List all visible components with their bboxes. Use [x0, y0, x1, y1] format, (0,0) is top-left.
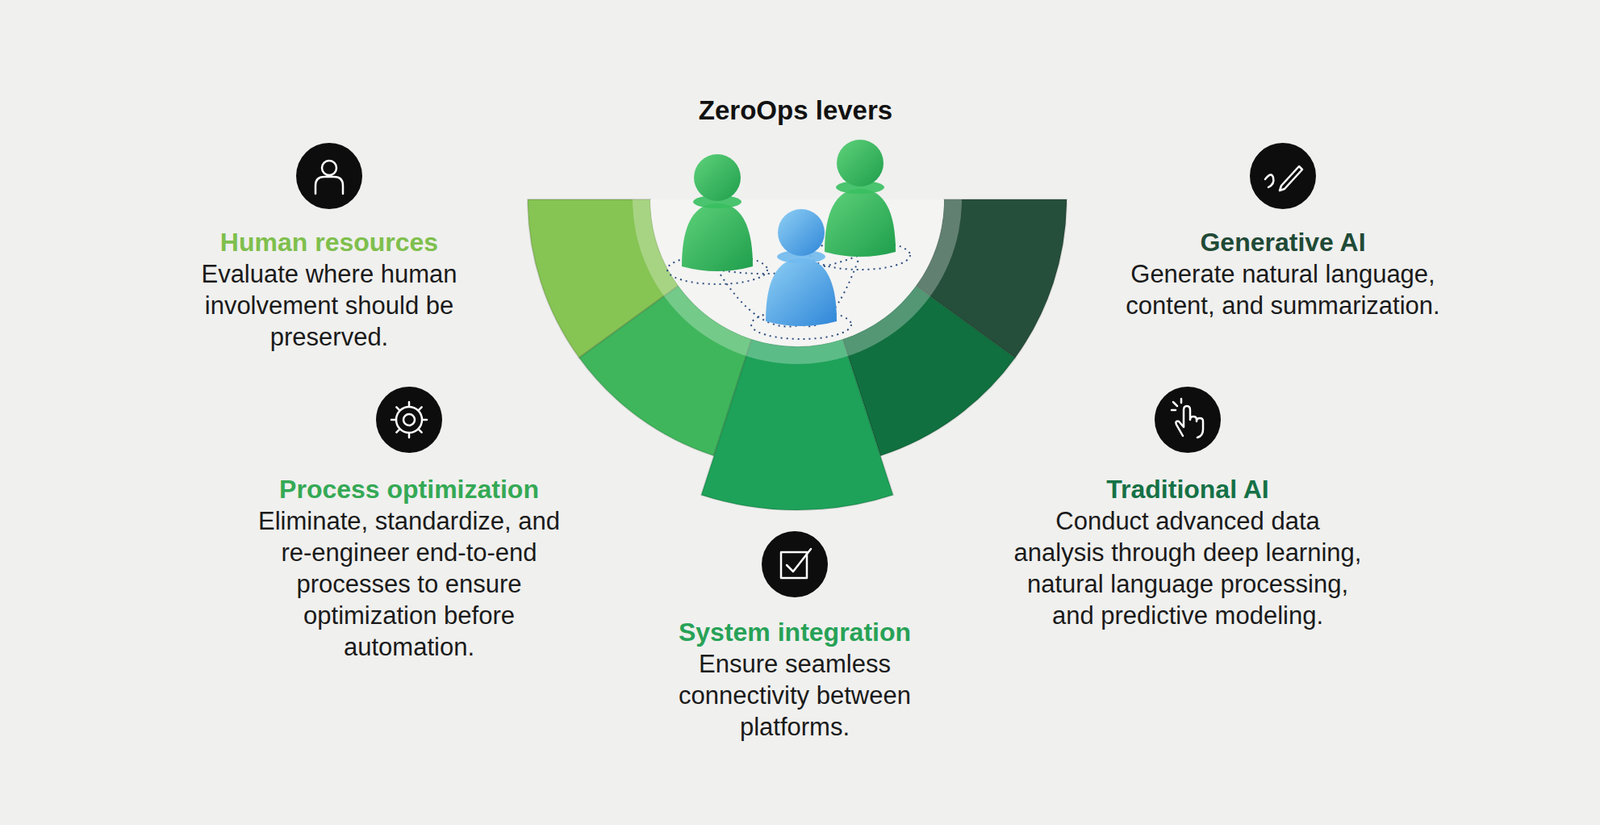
lever-description: Conduct advanced data analysis through d…	[1010, 505, 1366, 631]
person-body	[681, 203, 753, 272]
lever-description: Evaluate where human involvement should …	[159, 258, 499, 353]
lever-block: Process optimizationEliminate, standardi…	[247, 473, 571, 663]
lever-block: Traditional AIConduct advanced data anal…	[1010, 473, 1366, 631]
lever-description: Ensure seamless connectivity between pla…	[641, 647, 949, 743]
lever-heading: Process optimization	[247, 473, 571, 506]
lever-block: Human resourcesEvaluate where human invo…	[159, 226, 499, 353]
person-body	[824, 188, 896, 257]
hand-icon	[1154, 386, 1221, 453]
pen-icon	[1249, 142, 1316, 209]
person-head	[693, 154, 741, 201]
arc-center	[650, 199, 945, 347]
lever-arc	[527, 199, 1067, 510]
lever-block: Generative AIGenerate natural language, …	[1097, 226, 1469, 322]
check-icon	[761, 530, 828, 598]
arc-segment	[701, 338, 894, 510]
lever-description: Generate natural language, content, and …	[1097, 258, 1469, 322]
person-head	[777, 208, 825, 256]
lever-heading: Generative AI	[1097, 226, 1469, 259]
lever-heading: Human resources	[159, 226, 499, 259]
gear-icon	[375, 386, 443, 453]
person-head	[836, 139, 884, 187]
person-icon	[296, 142, 363, 209]
lever-description: Eliminate, standardize, and re-engineer …	[247, 505, 571, 663]
arc-inner-band	[632, 199, 962, 364]
diagram-title: ZeroOps levers	[593, 94, 998, 127]
people-figures	[667, 139, 911, 339]
lever-heading: Traditional AI	[1010, 473, 1366, 506]
lever-block: System integrationEnsure seamless connec…	[641, 616, 949, 743]
lever-heading: System integration	[641, 616, 949, 648]
person-body	[765, 258, 837, 326]
